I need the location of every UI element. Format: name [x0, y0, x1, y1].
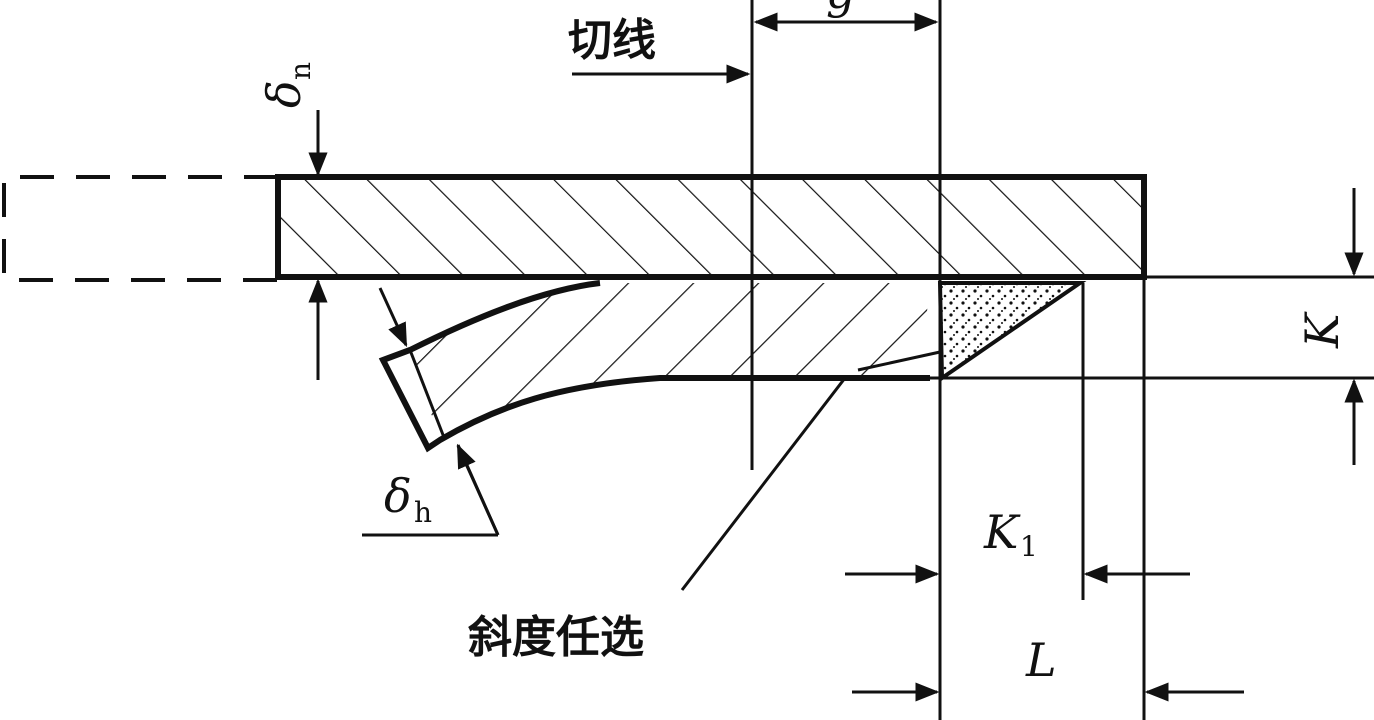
delta-h-subscript: h	[414, 496, 432, 529]
delta-h-upper-arrow	[378, 287, 408, 348]
delta-n-label: δ n	[257, 62, 317, 108]
upper-plate	[275, 174, 1147, 280]
delta-n-subscript: n	[284, 62, 317, 80]
dashed-plate-extension	[2, 175, 278, 282]
k1-symbol: K	[983, 505, 1021, 559]
tangent-line-label: 切线	[568, 15, 656, 66]
delta-n-symbol: δ	[257, 80, 311, 108]
delta-h-symbol: δ	[384, 469, 412, 523]
upper-plate-hatch	[278, 177, 1144, 277]
slope-hint-line	[857, 350, 941, 372]
delta-h-lower-arrow	[456, 443, 500, 536]
slope-optional-label: 斜度任选	[468, 612, 644, 663]
fillet-weld	[937, 281, 1087, 382]
k1-subscript: 1	[1020, 530, 1038, 563]
slope-leader-line	[680, 377, 847, 591]
lower-plate-inner-edge	[408, 349, 447, 441]
top-dimension-label: g	[826, 0, 855, 19]
k-label: K	[1295, 311, 1349, 349]
delta-h-label: δ h	[384, 469, 432, 529]
lower-bent-plate	[378, 280, 930, 453]
lower-bent-plate-hatch	[410, 283, 930, 440]
k-symbol: K	[1295, 311, 1349, 349]
k1-label: K 1	[983, 505, 1038, 563]
l-label: L	[1025, 633, 1057, 687]
